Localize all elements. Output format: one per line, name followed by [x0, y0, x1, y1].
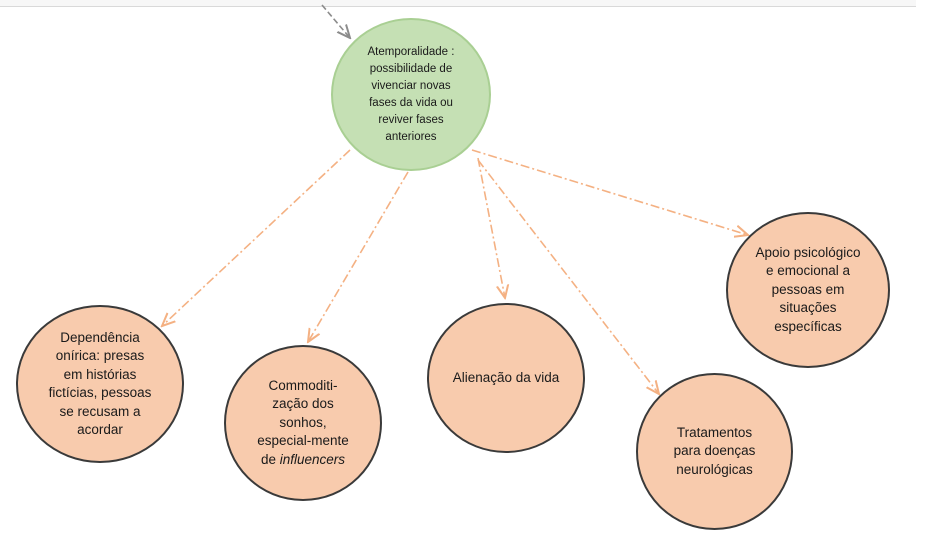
node-apoio-psicologico: Apoio psicológico e emocional a pessoas …: [726, 212, 890, 368]
node-label: Tratamentos para doenças neurológicas: [673, 424, 756, 477]
arrow-to-tratamentos: [477, 159, 659, 394]
node-commoditizacao: Commoditi-zação dos sonhos, especial-men…: [224, 345, 382, 501]
node-label: Dependência onírica: presas em histórias…: [48, 329, 152, 438]
arrow-to-commodity: [308, 171, 409, 342]
center-node-atemporalidade: Atemporalidade : possibilidade de vivenc…: [331, 18, 491, 171]
node-label: Apoio psicológico e emocional a pessoas …: [755, 244, 861, 334]
arrow-to-apoio: [471, 149, 748, 235]
node-dependencia-onirica: Dependência onírica: presas em histórias…: [16, 305, 184, 463]
center-node-label: Atemporalidade : possibilidade de vivenc…: [367, 45, 455, 143]
node-label: Alienação da vida: [452, 369, 560, 385]
node-tratamentos: Tratamentos para doenças neurológicas: [636, 373, 793, 530]
arrow-to-alienacao: [477, 157, 505, 298]
arrow-to-dependencia: [162, 149, 351, 326]
incoming-arrow: [321, 4, 350, 38]
node-label-italic: influencers: [279, 451, 346, 467]
page-top-edge: [0, 0, 916, 7]
node-alienacao: Alienação da vida: [427, 303, 585, 453]
node-label-main: Commoditi-zação dos sonhos, especial-men…: [257, 377, 349, 467]
node-label: Commoditi-zação dos sonhos, especial-men…: [255, 377, 351, 470]
